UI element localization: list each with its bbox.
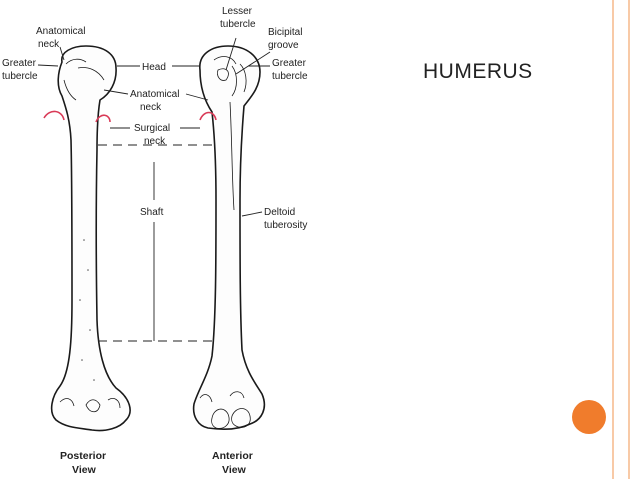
label-anterior-view-2: View <box>222 464 247 476</box>
label-greater-tubercle-posterior-2: tubercle <box>2 71 38 82</box>
label-shaft: Shaft <box>140 207 164 218</box>
label-anterior-view: Anterior <box>212 450 253 462</box>
label-greater-tubercle-anterior: Greater <box>272 58 307 69</box>
label-bicipital-groove: Bicipital <box>268 27 302 38</box>
label-deltoid-tuberosity-2: tuberosity <box>264 220 307 231</box>
label-anatomical-neck-posterior-2: neck <box>38 39 60 50</box>
slide-border-decoration <box>612 0 630 479</box>
label-greater-tubercle-anterior-2: tubercle <box>272 71 308 82</box>
label-greater-tubercle-posterior: Greater <box>2 58 37 69</box>
label-bicipital-groove-2: groove <box>268 40 299 51</box>
label-head: Head <box>142 62 166 73</box>
label-anatomical-neck-center-2: neck <box>140 102 162 113</box>
slide-title: HUMERUS <box>423 60 533 83</box>
label-deltoid-tuberosity: Deltoid <box>264 207 295 218</box>
label-lesser-tubercle: Lesser <box>222 6 253 17</box>
surgical-neck-markers <box>43 110 217 123</box>
label-lesser-tubercle-2: tubercle <box>220 19 256 30</box>
accent-circle-icon <box>572 400 606 434</box>
label-anatomical-neck-center: Anatomical <box>130 89 179 100</box>
label-posterior-view-2: View <box>72 464 97 476</box>
label-surgical-neck: Surgical <box>134 123 170 134</box>
anterior-humerus-bone <box>192 45 266 430</box>
label-anatomical-neck-posterior: Anatomical <box>36 26 85 37</box>
label-posterior-view: Posterior <box>60 450 106 462</box>
label-surgical-neck-2: neck <box>144 136 166 147</box>
leader-lines <box>37 37 271 217</box>
posterior-humerus-bone <box>50 45 131 432</box>
